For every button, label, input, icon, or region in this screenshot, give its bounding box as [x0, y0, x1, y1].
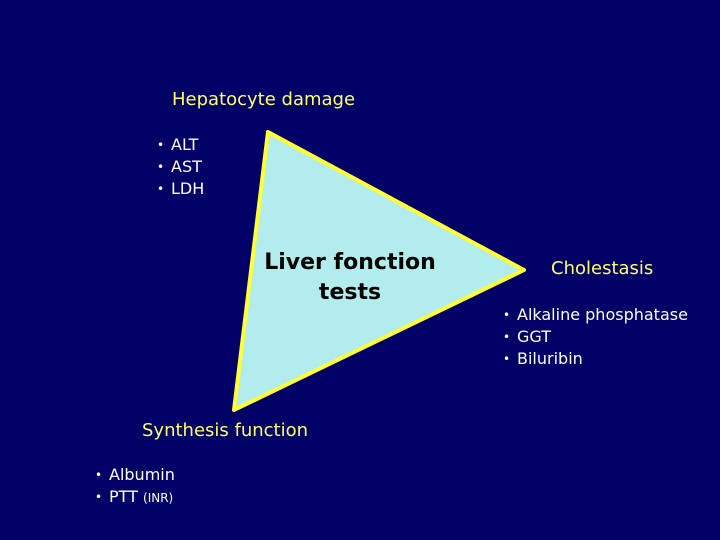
list-item: •PTT (INR): [95, 487, 174, 506]
list-item: •LDH: [157, 179, 205, 198]
center-label-line2: tests: [318, 280, 382, 305]
synthesis-markers-list: •Albumin •PTT (INR): [95, 464, 175, 509]
center-label: Liver fonction tests: [250, 248, 450, 308]
list-item: •AST: [157, 157, 202, 176]
synthesis-function-title: Synthesis function: [142, 420, 309, 441]
list-item: •Biluribin: [503, 349, 583, 368]
hepatocyte-damage-title: Hepatocyte damage: [172, 89, 356, 110]
list-item: •GGT: [503, 327, 551, 346]
list-item: •Albumin: [95, 465, 175, 484]
list-item: •Alkaline phosphatase: [503, 305, 688, 324]
cholestasis-markers-list: •Alkaline phosphatase •GGT •Biluribin: [503, 304, 688, 370]
liver-triangle: [232, 130, 526, 412]
list-item: •ALT: [157, 135, 199, 154]
cholestasis-title: Cholestasis: [551, 258, 654, 279]
inr-note: (INR): [143, 491, 174, 505]
center-label-line1: Liver fonction: [264, 250, 436, 275]
hepatocyte-markers-list: •ALT •AST •LDH: [157, 134, 204, 200]
